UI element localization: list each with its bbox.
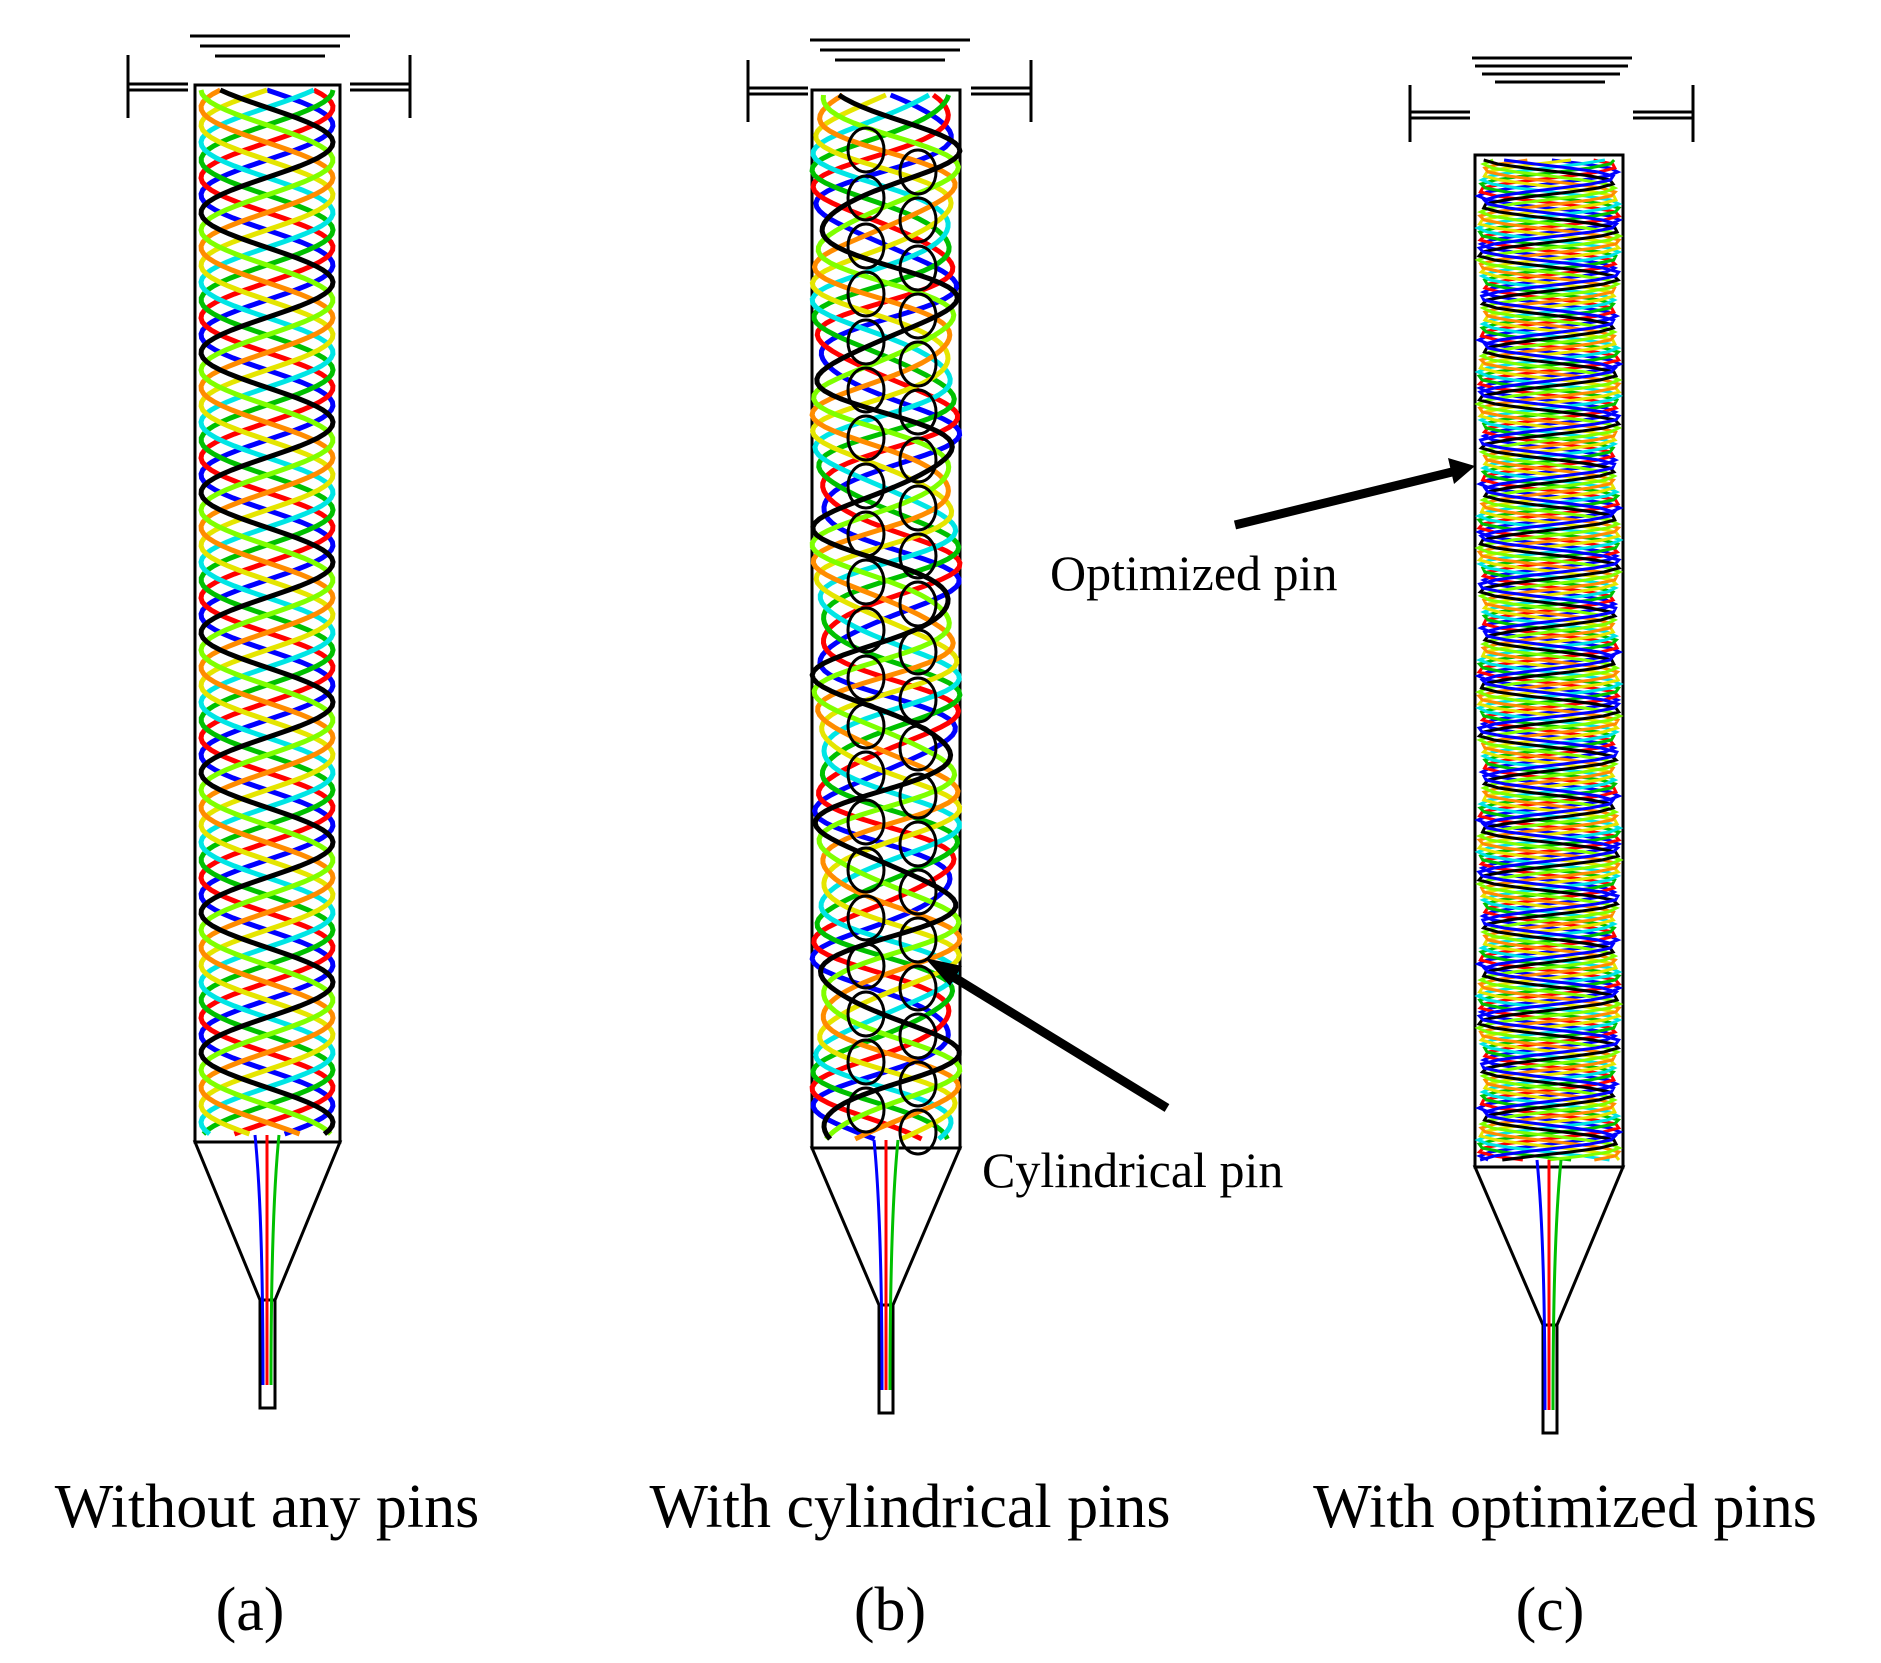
- cylindrical-pin: [898, 196, 938, 244]
- cylindrical-pin: [898, 580, 938, 628]
- outlet-streamline: [888, 1139, 900, 1391]
- cylindrical-pin: [846, 894, 886, 942]
- cylindrical-pin: [846, 366, 886, 414]
- cylindrical-pin: [846, 654, 886, 702]
- panel-c-caption: With optimized pins: [1313, 1473, 1817, 1541]
- cylindrical-pin: [898, 820, 938, 868]
- cylindrical-pin: [846, 1038, 886, 1086]
- cylindrical-pin: [898, 1012, 938, 1060]
- cylindrical-pin: [846, 606, 886, 654]
- panel-a-streamlines: [198, 87, 336, 1386]
- optimized-pin-arrow-line: [1233, 467, 1454, 530]
- streamline: [809, 92, 963, 1142]
- outlet-streamline: [269, 1134, 281, 1386]
- panel-c-inlet: [1408, 56, 1695, 142]
- cylindrical-pin: [846, 750, 886, 798]
- streamline: [1476, 158, 1622, 1161]
- panel-b-caption: With cylindrical pins: [650, 1473, 1171, 1541]
- streamline: [198, 87, 336, 1137]
- cylindrical-pin: [898, 484, 938, 532]
- cylindrical-pin: [898, 964, 938, 1012]
- streamline: [198, 89, 336, 1136]
- streamline: [198, 87, 336, 1136]
- optimized-pin-arrowhead: [1448, 458, 1475, 484]
- cylindrical-pin: [898, 148, 938, 196]
- outlet-streamline: [1535, 1159, 1547, 1411]
- cylindrical-pin: [846, 558, 886, 606]
- cylindrical-pin: [846, 126, 886, 174]
- cylindrical-pin: [846, 846, 886, 894]
- streamline: [198, 87, 336, 1137]
- cylindrical-pin: [898, 916, 938, 964]
- panel-c-streamlines: [1474, 158, 1624, 1411]
- cylindrical-pin-arrow-line: [939, 966, 1170, 1112]
- cylindrical-pin: [898, 292, 938, 340]
- cylindrical-pin: [898, 1060, 938, 1108]
- cylindrical-pin: [898, 388, 938, 436]
- cylindrical-pin: [846, 318, 886, 366]
- streamline: [809, 94, 963, 1141]
- cylindrical-pin: [846, 798, 886, 846]
- panel-a-inlet: [126, 34, 412, 118]
- optimized-pin-label: Optimized pin: [1050, 545, 1337, 601]
- panel-a-label: (a): [216, 1576, 285, 1644]
- cylindrical-pin-label: Cylindrical pin: [982, 1142, 1283, 1198]
- cylindrical-pin: [846, 510, 886, 558]
- cylindrical-pin: [846, 942, 886, 990]
- cylindrical-pin: [846, 1086, 886, 1134]
- cylindrical-pin-arrowhead: [925, 958, 962, 986]
- cylindrical-pin: [898, 1108, 938, 1156]
- outlet-streamline: [1551, 1159, 1563, 1411]
- cylindrical-pin: [846, 462, 886, 510]
- cylindrical-pin: [898, 244, 938, 292]
- cylindrical-pin: [846, 222, 886, 270]
- streamline: [198, 87, 336, 1137]
- panel-b-inlet: [746, 38, 1033, 122]
- cylindrical-pin: [898, 724, 938, 772]
- cylindrical-pin: [898, 676, 938, 724]
- cylindrical-pin: [846, 702, 886, 750]
- optimized-pin-callout: Optimized pin: [1050, 458, 1475, 601]
- cylindrical-pin: [846, 270, 886, 318]
- panel-a-caption: Without any pins: [55, 1473, 480, 1541]
- panel-b-cylindrical-pins: [846, 126, 938, 1156]
- cylindrical-pin: [846, 414, 886, 462]
- panel-c-label: (c): [1516, 1576, 1585, 1644]
- outlet-streamline: [253, 1134, 265, 1386]
- cylindrical-pin: [898, 628, 938, 676]
- cylindrical-pin: [898, 436, 938, 484]
- cylindrical-pin-callout: Cylindrical pin: [925, 958, 1283, 1198]
- panel-b-streamlines: [809, 92, 963, 1391]
- cylindrical-pin: [898, 868, 938, 916]
- panel-a: Without any pins (a): [55, 34, 480, 1644]
- cylindrical-pin: [898, 532, 938, 580]
- streamline: [809, 92, 963, 1142]
- panel-b-label: (b): [854, 1576, 926, 1644]
- panel-b: Cylindrical pin With cylindrical pins (b…: [650, 38, 1283, 1644]
- outlet-streamline: [872, 1139, 884, 1391]
- panel-c: Optimized pin With optimized pins (c): [1050, 56, 1817, 1644]
- cylindrical-pin: [898, 772, 938, 820]
- cylindrical-pin: [846, 990, 886, 1038]
- cylindrical-pin: [846, 174, 886, 222]
- cylindrical-pin: [898, 340, 938, 388]
- streamline: [1476, 158, 1622, 1162]
- streamline: [1476, 158, 1622, 1162]
